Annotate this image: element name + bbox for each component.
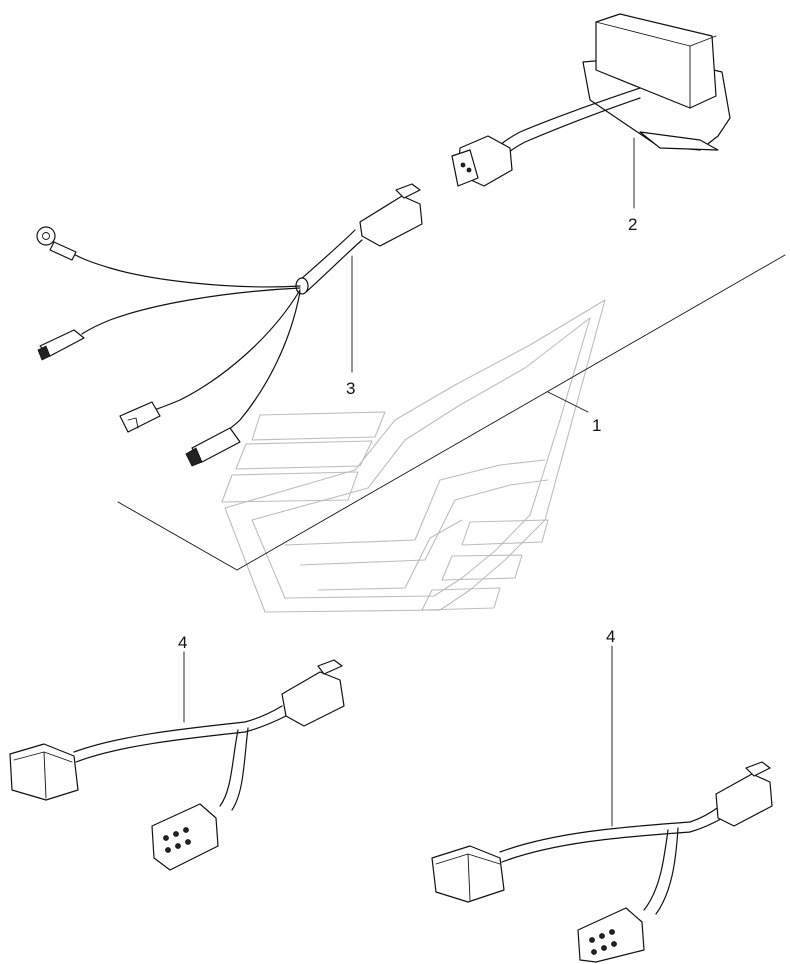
adapter-harness-part-4-left (9, 659, 345, 871)
callout-4-left: 4 (178, 633, 187, 652)
adapter-harness-part-4-right (431, 761, 773, 963)
wire-harness-part-3 (36, 183, 423, 467)
leader-lines (117, 137, 786, 827)
watermark-logo (221, 299, 606, 613)
callout-2: 2 (628, 215, 637, 234)
callout-3: 3 (346, 379, 355, 398)
callout-4-right: 4 (606, 627, 615, 646)
control-module-part-2 (451, 13, 731, 187)
callout-1: 1 (592, 416, 601, 435)
